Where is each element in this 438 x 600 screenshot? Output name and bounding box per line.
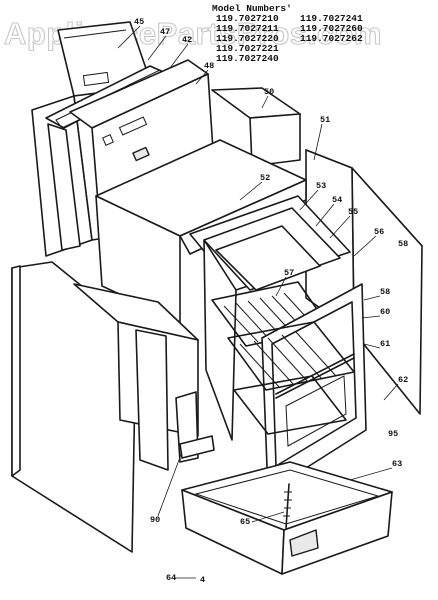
- part-label: 65: [240, 517, 250, 527]
- model-number: 119.7027241: [300, 13, 363, 24]
- part-label: 48: [204, 61, 214, 71]
- part-label: 47: [160, 27, 170, 37]
- model-number: 119.7027240: [216, 53, 279, 64]
- oven-cavity: [189, 195, 351, 441]
- top-rear-duct: [211, 87, 301, 167]
- bracket: [175, 391, 215, 463]
- part-label: 64: [166, 573, 176, 583]
- broiler-pan: [181, 461, 393, 575]
- part-label: 58: [380, 287, 390, 297]
- model-number: 119.7027221: [216, 43, 279, 54]
- part-label: 56: [374, 227, 384, 237]
- part-label: 62: [398, 375, 408, 385]
- model-number: 119.7027211: [216, 23, 279, 34]
- model-number: 119.7027262: [300, 33, 363, 44]
- part-label: 51: [320, 115, 330, 125]
- lower-front-panel: [11, 261, 137, 553]
- model-number: 119.7027210: [216, 13, 279, 24]
- model-number: 119.7027220: [216, 33, 279, 44]
- part-label: 45: [134, 17, 144, 27]
- part-label: 57: [284, 268, 294, 278]
- part-label: 52: [260, 173, 270, 183]
- model-numbers-block: Model Numbers' 119.7027210 119.7027241 1…: [212, 3, 363, 64]
- part-label: 55: [348, 207, 358, 217]
- part-label: 61: [380, 339, 390, 349]
- model-number: 119.7027260: [300, 23, 363, 34]
- part-label: 95: [388, 429, 398, 439]
- part-label: 90: [150, 515, 160, 525]
- spring: [283, 483, 292, 529]
- model-numbers-heading: Model Numbers': [212, 3, 292, 14]
- leader-lines: [117, 25, 399, 579]
- part-label: 53: [316, 181, 326, 191]
- part-label: 4: [200, 575, 205, 585]
- lower-rack: [227, 321, 355, 435]
- part-label: 42: [182, 35, 192, 45]
- part-label: 63: [392, 459, 402, 469]
- part-label: 60: [380, 307, 390, 317]
- oven-door-frame: [261, 283, 367, 493]
- part-labels: 45 47 42 48 50 51 52 53 54 55 56 58 57 5…: [134, 17, 408, 585]
- part-label: 54: [332, 195, 342, 205]
- part-label: 58: [398, 239, 408, 249]
- part-label: 50: [264, 87, 274, 97]
